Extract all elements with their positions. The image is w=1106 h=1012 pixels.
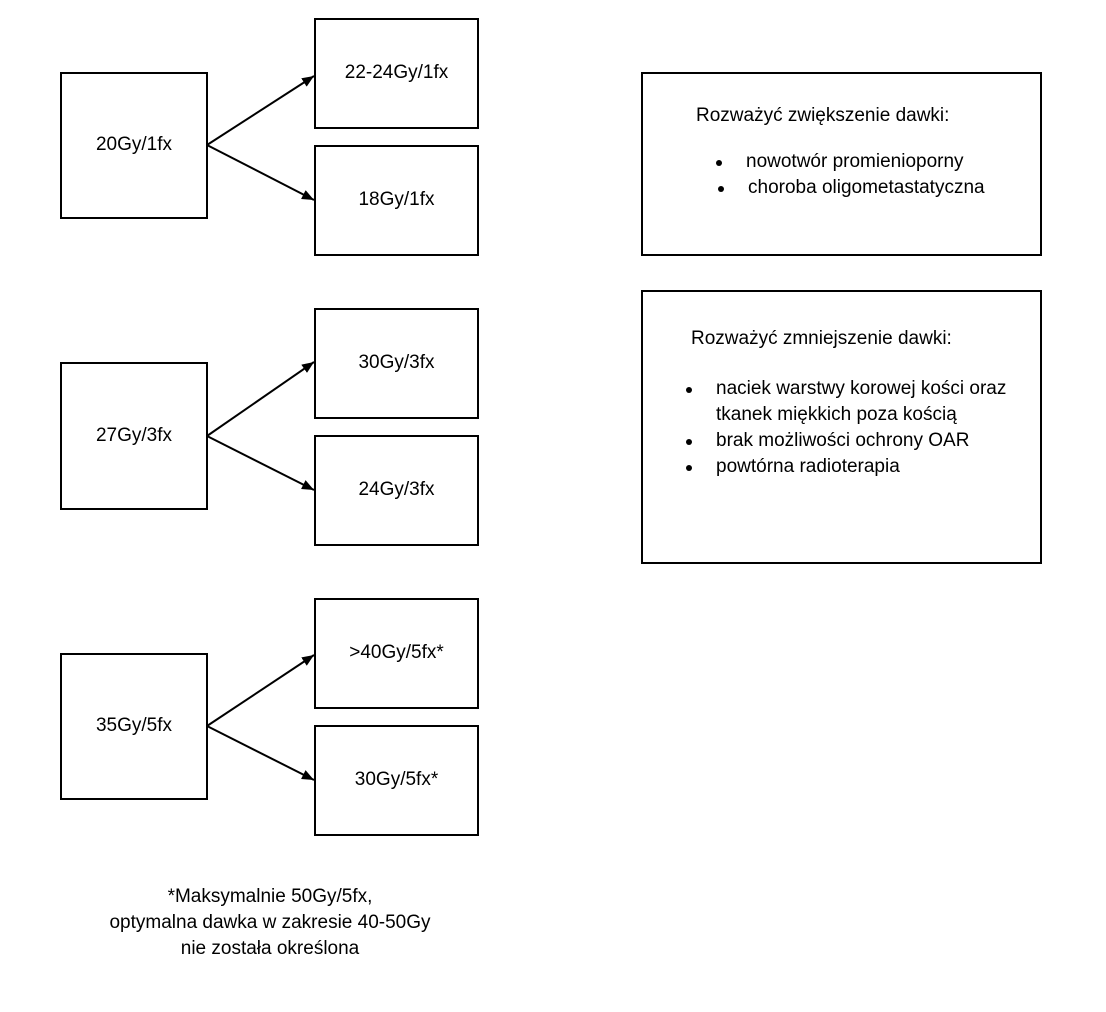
decrease-dose-list: naciek warstwy korowej kości oraz tkanek… bbox=[686, 376, 1034, 480]
lower-dose-node-18gy: 18Gy/1fx bbox=[314, 145, 479, 256]
decrease-dose-box: Rozważyć zmniejszenie dawki: naciek wars… bbox=[641, 290, 1042, 564]
list-item: nowotwór promienioporny bbox=[716, 149, 983, 175]
higher-dose-node-40gy: >40Gy/5fx* bbox=[314, 598, 479, 709]
lower-dose-label: 24Gy/3fx bbox=[358, 479, 435, 501]
higher-dose-label: >40Gy/5fx* bbox=[349, 642, 444, 664]
source-node-label: 35Gy/5fx bbox=[95, 715, 173, 737]
source-node-20gy: 20Gy/1fx bbox=[60, 72, 208, 219]
increase-dose-box: Rozważyć zwiększenie dawki: nowotwór pro… bbox=[641, 72, 1042, 256]
list-item: brak możliwości ochrony OAR bbox=[686, 428, 1034, 454]
list-item: naciek warstwy korowej kości oraz tkanek… bbox=[686, 376, 1034, 428]
decrease-dose-heading: Rozważyć zmniejszenie dawki: bbox=[691, 328, 952, 349]
increase-dose-heading: Rozważyć zwiększenie dawki: bbox=[696, 105, 950, 126]
higher-dose-label: 30Gy/3fx bbox=[358, 352, 435, 374]
footnote-line: *Maksymalnie 50Gy/5fx, bbox=[167, 886, 373, 907]
footnote-line: nie została określona bbox=[180, 938, 360, 959]
footnote-line: optymalna dawka w zakresie 40-50Gy bbox=[109, 912, 431, 933]
source-node-label: 27Gy/3fx bbox=[95, 424, 173, 446]
lower-dose-label: 30Gy/5fx* bbox=[354, 769, 439, 791]
higher-dose-label: 22-24Gy/1fx bbox=[344, 62, 449, 83]
list-item: powtórna radioterapia bbox=[686, 454, 1034, 480]
increase-dose-list: nowotwór promienioporny choroba oligomet… bbox=[716, 149, 985, 201]
lower-dose-node-24gy: 24Gy/3fx bbox=[314, 435, 479, 546]
arrow-27gy-to-higher bbox=[206, 361, 315, 437]
source-node-35gy: 35Gy/5fx bbox=[60, 653, 208, 800]
higher-dose-node-30gy: 30Gy/3fx bbox=[314, 308, 479, 419]
footnote: *Maksymalnie 50Gy/5fx, optymalna dawka w… bbox=[60, 884, 480, 962]
arrow-27gy-to-lower bbox=[206, 435, 315, 491]
list-item: choroba oligometastatyczna bbox=[718, 175, 985, 201]
arrow-35gy-to-higher bbox=[206, 654, 315, 727]
arrow-20gy-to-higher bbox=[206, 75, 315, 146]
higher-dose-node-22-24gy: 22-24Gy/1fx bbox=[314, 18, 479, 129]
arrow-35gy-to-lower bbox=[206, 725, 315, 781]
lower-dose-label: 18Gy/1fx bbox=[358, 189, 435, 211]
source-node-label: 20Gy/1fx bbox=[95, 134, 173, 156]
arrow-20gy-to-lower bbox=[206, 144, 315, 201]
source-node-27gy: 27Gy/3fx bbox=[60, 362, 208, 510]
lower-dose-node-30gy: 30Gy/5fx* bbox=[314, 725, 479, 836]
